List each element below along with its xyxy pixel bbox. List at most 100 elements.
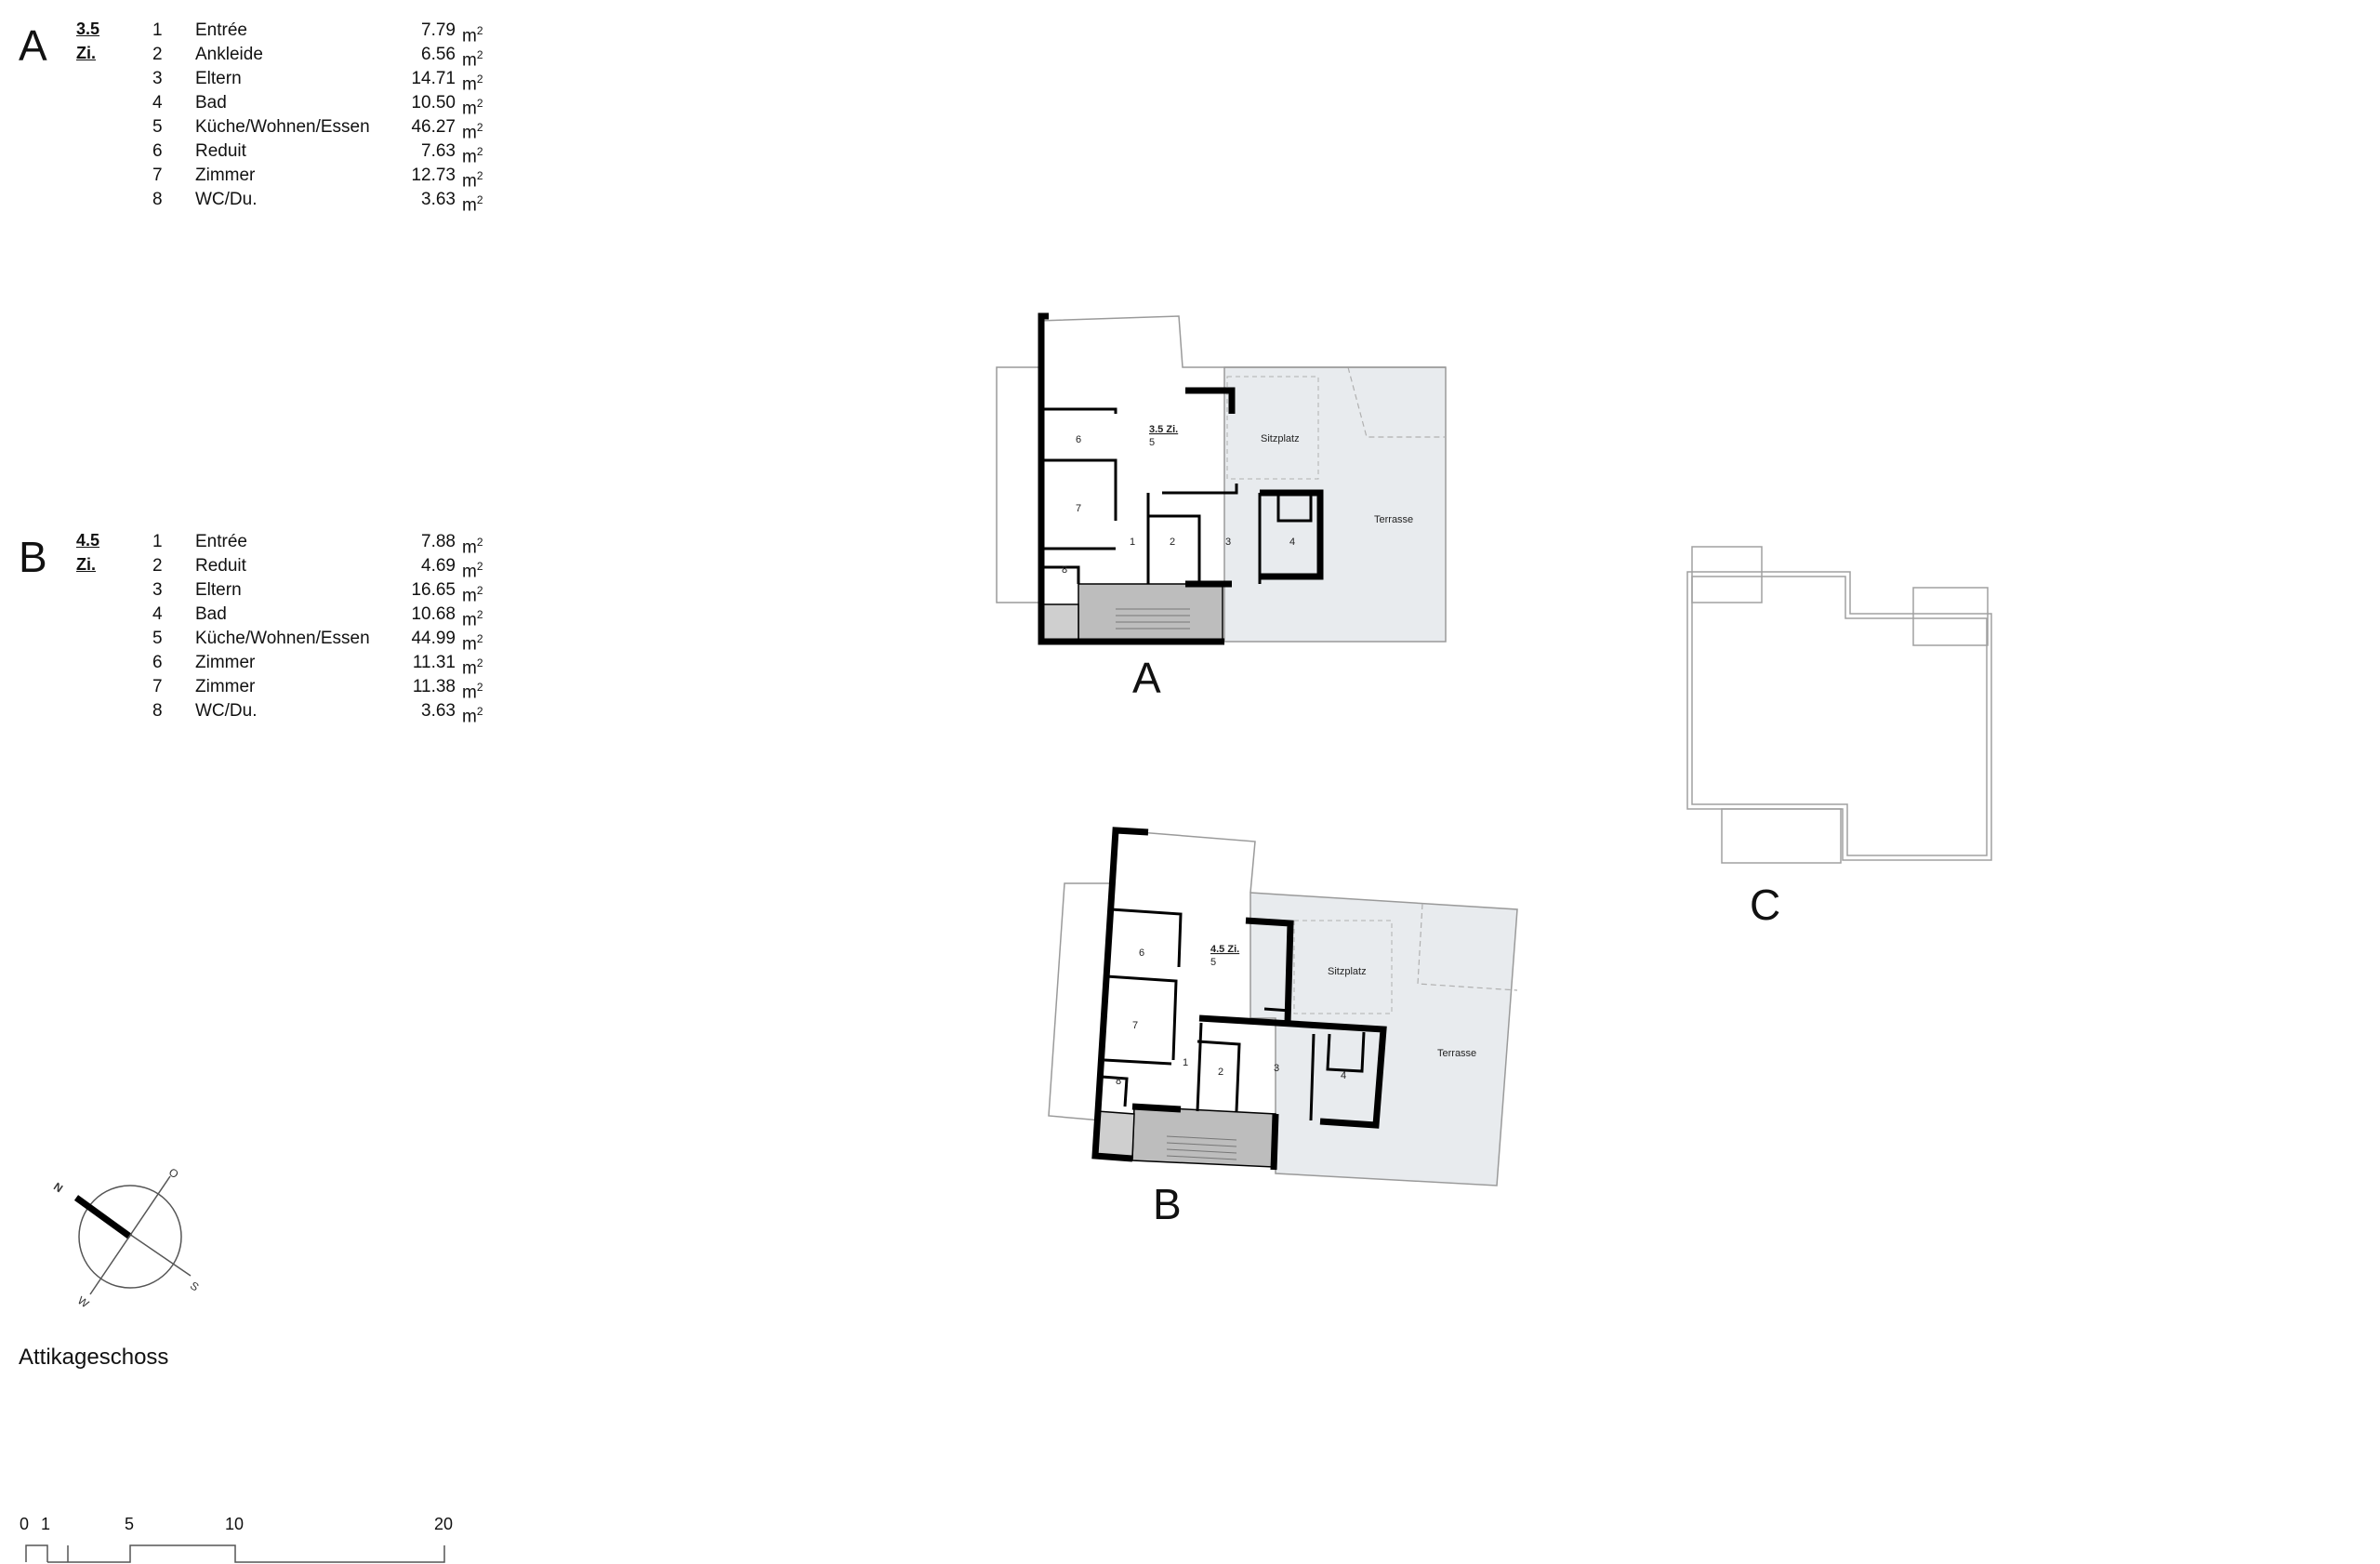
room-number: 2: [152, 556, 163, 576]
room-area: 7.63: [421, 141, 456, 161]
room-name: Bad: [195, 93, 227, 113]
room-name: Entrée: [195, 532, 247, 551]
area-unit-exp: 2: [476, 145, 483, 158]
room-area: 14.71: [411, 69, 456, 88]
room-name: Küche/Wohnen/Essen: [195, 629, 370, 648]
plan-a-label: A: [1132, 654, 1161, 702]
room-number: 3: [152, 69, 163, 88]
room-name: Zimmer: [195, 677, 256, 696]
area-unit-exp: 2: [476, 169, 483, 182]
compass: N O S W: [51, 1165, 201, 1310]
unit-a-type: 3.5 Zi.: [76, 20, 100, 62]
room-name: Zimmer: [195, 653, 256, 672]
area-unit: m2: [462, 91, 483, 121]
plan-b-unit-type: 4.5 Zi.: [1210, 944, 1239, 955]
plan-a-terrasse-label: Terrasse: [1374, 514, 1413, 525]
plan-b-lift: [1094, 1110, 1135, 1159]
area-unit-exp: 2: [476, 705, 483, 718]
area-unit: m2: [462, 675, 483, 705]
area-unit: m2: [462, 627, 483, 656]
plan-b-stair-steps: [1166, 1135, 1237, 1160]
area-unit-m: m: [462, 123, 477, 143]
room-number: 2: [152, 45, 163, 64]
room-name: Ankleide: [195, 45, 263, 64]
room-area: 10.68: [411, 604, 456, 624]
plan-b-room-1: 1: [1183, 1057, 1188, 1068]
plan-a: 6 7 1 2 3 4 8 5 3.5 Zi. Sitzplatz Terras…: [996, 312, 1447, 645]
room-number: 1: [152, 20, 163, 40]
area-unit-exp: 2: [476, 97, 483, 110]
area-unit-m: m: [462, 147, 477, 167]
room-area: 4.69: [421, 556, 456, 576]
plan-b-interior-walls: [1101, 908, 1366, 1121]
room-area: 7.88: [421, 532, 456, 551]
area-unit: m2: [462, 115, 483, 145]
area-unit-exp: 2: [476, 24, 483, 37]
area-unit-m: m: [462, 658, 477, 679]
room-number: 5: [152, 117, 163, 137]
area-unit: m2: [462, 19, 483, 48]
area-unit-exp: 2: [476, 681, 483, 694]
compass-s: S: [188, 1279, 202, 1293]
room-name: Eltern: [195, 69, 242, 88]
plan-a-terrace: [1223, 366, 1447, 643]
plan-b-balcony-outline: [1048, 882, 1111, 1121]
room-name: WC/Du.: [195, 190, 258, 209]
room-name: Reduit: [195, 556, 246, 576]
plan-a-lift: [1040, 603, 1079, 643]
unit-b-type: 4.5 Zi.: [76, 531, 100, 574]
room-area: 12.73: [411, 166, 456, 185]
plan-a-interior-walls: [1041, 407, 1313, 584]
room-number: 7: [152, 166, 163, 185]
area-unit-exp: 2: [476, 121, 483, 134]
room-area: 7.79: [421, 20, 456, 40]
compass-n: N: [51, 1180, 65, 1195]
room-number: 1: [152, 532, 163, 551]
area-unit: m2: [462, 139, 483, 169]
area-unit: m2: [462, 164, 483, 193]
plan-b-sitzplatz-label: Sitzplatz: [1328, 966, 1367, 977]
scale-tick-0: 0: [20, 1515, 30, 1533]
plan-b-room-3: 3: [1274, 1063, 1279, 1074]
area-unit-exp: 2: [476, 608, 483, 621]
area-unit: m2: [462, 67, 483, 97]
plan-a-room-3: 3: [1225, 537, 1231, 548]
area-unit-m: m: [462, 195, 477, 216]
plan-b-walls: [1091, 827, 1387, 1171]
area-unit-m: m: [462, 634, 477, 655]
area-unit: m2: [462, 43, 483, 73]
area-unit-exp: 2: [476, 48, 483, 61]
room-area: 3.63: [421, 190, 456, 209]
compass-w: W: [75, 1293, 92, 1310]
area-unit-exp: 2: [476, 656, 483, 669]
plan-b-outline: [1115, 829, 1256, 894]
area-unit: m2: [462, 603, 483, 632]
room-area: 16.65: [411, 580, 456, 600]
area-unit-exp: 2: [476, 584, 483, 597]
area-unit-m: m: [462, 707, 477, 727]
area-unit: m2: [462, 188, 483, 218]
area-unit-exp: 2: [476, 560, 483, 573]
room-area: 46.27: [411, 117, 456, 137]
area-unit-m: m: [462, 171, 477, 192]
area-unit-m: m: [462, 537, 477, 558]
area-unit: m2: [462, 651, 483, 681]
area-unit-m: m: [462, 610, 477, 630]
plan-a-sitzplatz-label: Sitzplatz: [1261, 433, 1300, 444]
area-unit-exp: 2: [476, 193, 483, 206]
area-unit-exp: 2: [476, 632, 483, 645]
plan-a-room-2: 2: [1170, 537, 1175, 548]
plan-a-room-7: 7: [1076, 503, 1081, 514]
plan-b-terrasse-label: Terrasse: [1437, 1048, 1476, 1059]
area-unit-exp: 2: [476, 73, 483, 86]
room-name: Bad: [195, 604, 227, 624]
room-number: 4: [152, 604, 163, 624]
room-area: 11.31: [412, 653, 456, 672]
area-unit-m: m: [462, 683, 477, 703]
plan-b-room-5: 5: [1210, 957, 1216, 968]
area-unit-m: m: [462, 50, 477, 71]
plan-a-terrace-edge: [1347, 366, 1446, 438]
area-unit: m2: [462, 699, 483, 729]
room-area: 10.50: [411, 93, 456, 113]
